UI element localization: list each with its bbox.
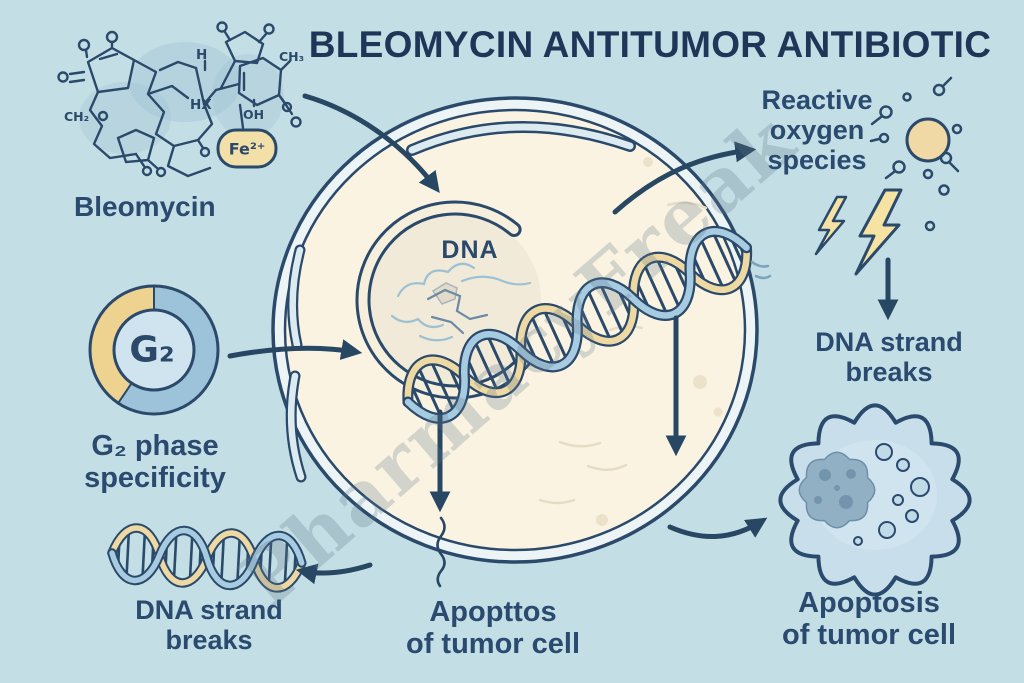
arrow-bleomycin-to-cell xyxy=(302,93,440,194)
apoptotic-vesicles xyxy=(853,443,930,546)
ros-label: Reactive oxygen species xyxy=(761,85,872,176)
nucleus-spots xyxy=(814,469,856,509)
nucleus-interior xyxy=(369,214,541,386)
ros-molecules-icon xyxy=(869,76,963,232)
arrow-cell-to-ros xyxy=(612,141,757,215)
atom-label-hx: HX xyxy=(190,97,212,113)
flow-arrows xyxy=(227,93,899,588)
fe-ion-badge xyxy=(216,128,278,169)
donut-yellow-segment xyxy=(90,286,155,404)
g2-caption-line2: specificity xyxy=(84,462,226,495)
g2-donut-chart donut-chart-icon xyxy=(88,284,220,416)
helix-strand-blue xyxy=(404,228,750,422)
dna-strand-breaks-icon dna-helix-icon xyxy=(107,523,307,593)
g2-caption-line1: G₂ phase xyxy=(91,430,219,462)
helix-rungs xyxy=(409,230,745,420)
g2-symbol: G₂ xyxy=(129,329,175,371)
cytoplasm-texture xyxy=(538,201,708,505)
cytoplasm-spots xyxy=(596,157,723,526)
dna-strand-breaks-right-label: DNA strand breaks xyxy=(815,327,963,388)
helix-break-marks xyxy=(750,260,772,280)
atom-label-ch3: CH₃ xyxy=(279,49,305,64)
arrow-to-dna-breaks-left xyxy=(295,562,373,585)
ros-label-line3: species xyxy=(767,145,867,176)
apoptosis-squiggle xyxy=(436,516,446,588)
apoptosis-center-label: Apopttos of tumor cell xyxy=(405,596,581,661)
bleomycin-structure molecule-structure-icon xyxy=(57,21,302,178)
g2-caption: G₂ phase specificity xyxy=(84,430,226,495)
dna-label: DNA xyxy=(441,236,499,264)
lightning-icons xyxy=(814,188,903,276)
atom-label-oh: OH xyxy=(243,107,265,122)
dna-strand-breaks-left-label: DNA strand breaks xyxy=(135,595,283,656)
atom-label-ch2: CH₂ xyxy=(64,109,90,124)
ros-label-line2: oxygen xyxy=(769,115,865,146)
chromatin-squiggles xyxy=(390,262,532,342)
membrane-segments xyxy=(285,121,636,483)
oxygen-ball-icon xyxy=(905,117,951,163)
arrow-cell-to-apoptotic-cell xyxy=(667,517,768,540)
atom-label-h: H xyxy=(196,47,208,63)
apoptosis-right-label: Apoptosis of tumor cell xyxy=(781,587,957,652)
apoptotic-cell-icon xyxy=(778,403,972,597)
fe-ion-label: Fe²⁺ xyxy=(228,139,266,159)
chromatin-lines xyxy=(426,288,489,335)
dna-helix-icon xyxy=(402,225,753,424)
arrow-g2-to-cell xyxy=(227,339,363,360)
bleomycin-label: Bleomycin xyxy=(74,191,216,222)
lightning-icon-large xyxy=(854,188,903,276)
ros-label-line1: Reactive xyxy=(761,85,873,115)
lightning-icon-small xyxy=(814,195,848,256)
page-title: BLEOMYCIN ANTITUMOR ANTIBIOTIC xyxy=(308,24,992,65)
